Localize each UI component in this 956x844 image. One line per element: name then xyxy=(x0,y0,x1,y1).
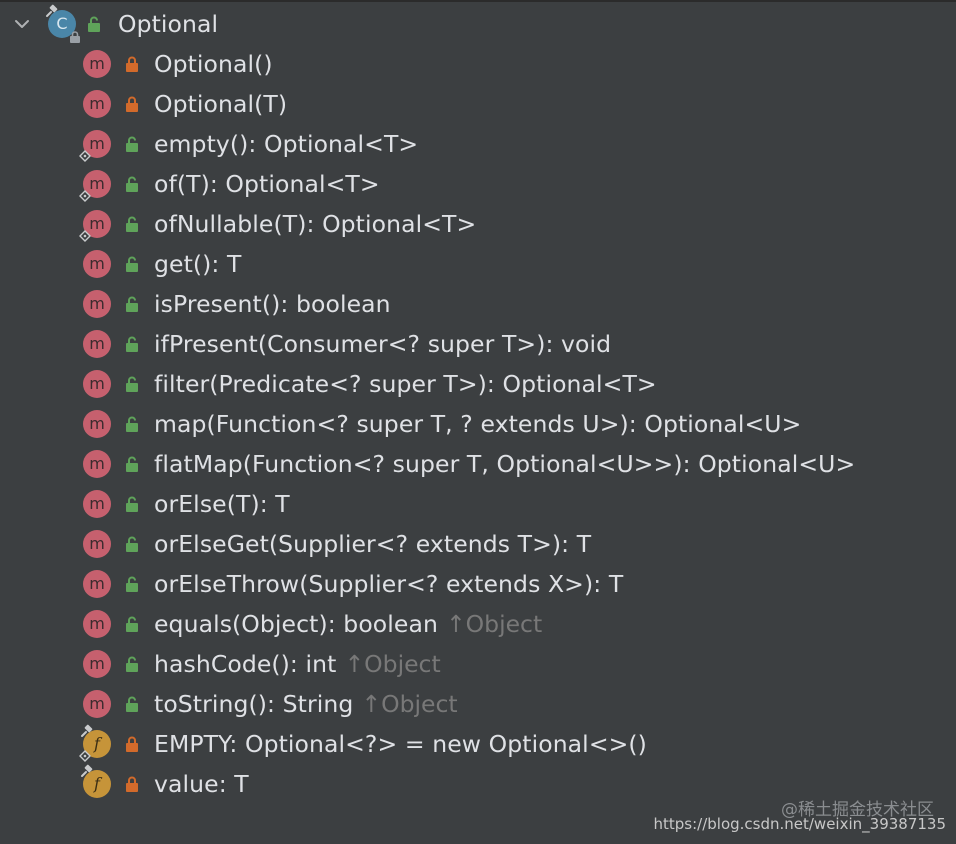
public-lock-icon xyxy=(124,335,140,353)
private-lock-icon xyxy=(124,775,140,793)
source-url: https://blog.csdn.net/weixin_39387135 xyxy=(653,815,946,833)
public-lock-icon xyxy=(124,255,140,273)
pin-icon xyxy=(80,724,94,738)
static-badge-icon xyxy=(79,150,91,162)
class-lock-icon xyxy=(69,31,81,43)
public-lock-icon xyxy=(124,175,140,193)
member-label: orElse(T): T xyxy=(154,490,290,518)
method-row[interactable]: m ofNullable(T): Optional<T> xyxy=(0,204,956,244)
method-row[interactable]: m hashCode(): int↑Object xyxy=(0,644,956,684)
public-lock-icon xyxy=(124,495,140,513)
method-icon: m xyxy=(83,610,111,638)
inherited-from-label: ↑Object xyxy=(445,610,543,638)
public-lock-icon xyxy=(124,215,140,233)
method-row[interactable]: m orElseGet(Supplier<? extends T>): T xyxy=(0,524,956,564)
method-row[interactable]: m map(Function<? super T, ? extends U>): … xyxy=(0,404,956,444)
member-label: get(): T xyxy=(154,250,242,278)
member-label: toString(): String xyxy=(154,690,354,718)
method-icon: m xyxy=(83,530,111,558)
method-icon: m xyxy=(83,250,111,278)
public-lock-icon xyxy=(124,455,140,473)
method-row[interactable]: m filter(Predicate<? super T>): Optional<… xyxy=(0,364,956,404)
member-label: Optional() xyxy=(154,50,273,78)
member-label: Optional(T) xyxy=(154,90,288,118)
class-icon: C xyxy=(46,4,80,43)
public-lock-icon xyxy=(124,295,140,313)
method-icon: m xyxy=(83,450,111,478)
method-icon: m xyxy=(79,210,111,242)
method-icon: m xyxy=(83,90,111,118)
public-lock-icon xyxy=(124,375,140,393)
method-icon: m xyxy=(83,50,111,78)
member-label: orElseGet(Supplier<? extends T>): T xyxy=(154,530,592,558)
pin-icon xyxy=(80,764,94,778)
pin-icon xyxy=(45,4,59,18)
member-label: hashCode(): int xyxy=(154,650,337,678)
method-icon: m xyxy=(83,410,111,438)
static-badge-icon xyxy=(79,230,91,242)
method-row[interactable]: m orElseThrow(Supplier<? extends X>): T xyxy=(0,564,956,604)
public-lock-icon xyxy=(124,655,140,673)
member-label: of(T): Optional<T> xyxy=(154,170,380,198)
method-icon: m xyxy=(79,130,111,162)
member-label: isPresent(): boolean xyxy=(154,290,391,318)
method-row[interactable]: m ifPresent(Consumer<? super T>): void xyxy=(0,324,956,364)
member-label: value: T xyxy=(154,770,249,798)
inherited-from-label: ↑Object xyxy=(361,690,458,718)
method-icon: m xyxy=(83,290,111,318)
field-icon: f xyxy=(79,724,111,762)
method-row[interactable]: m equals(Object): boolean↑Object xyxy=(0,604,956,644)
public-lock-icon xyxy=(86,15,102,33)
public-lock-icon xyxy=(124,575,140,593)
public-lock-icon xyxy=(124,415,140,433)
field-row[interactable]: f EMPTY: Optional<?> = new Optional<>() xyxy=(0,724,956,764)
method-row[interactable]: m of(T): Optional<T> xyxy=(0,164,956,204)
member-label: orElseThrow(Supplier<? extends X>): T xyxy=(154,570,624,598)
method-row[interactable]: m empty(): Optional<T> xyxy=(0,124,956,164)
member-label: ofNullable(T): Optional<T> xyxy=(154,210,477,238)
inherited-from-label: ↑Object xyxy=(344,650,441,678)
method-row[interactable]: m toString(): String↑Object xyxy=(0,684,956,724)
method-icon: m xyxy=(83,690,111,718)
method-icon: m xyxy=(83,370,111,398)
static-badge-icon xyxy=(79,750,91,762)
private-lock-icon xyxy=(124,95,140,113)
member-label: ifPresent(Consumer<? super T>): void xyxy=(154,330,612,358)
field-row[interactable]: f value: T xyxy=(0,764,956,804)
top-border xyxy=(0,0,956,2)
private-lock-icon xyxy=(124,735,140,753)
method-icon: m xyxy=(83,330,111,358)
private-lock-icon xyxy=(124,55,140,73)
public-lock-icon xyxy=(124,535,140,553)
static-badge-icon xyxy=(79,190,91,202)
public-lock-icon xyxy=(124,615,140,633)
public-lock-icon xyxy=(124,135,140,153)
class-name: Optional xyxy=(118,10,219,38)
method-row[interactable]: m orElse(T): T xyxy=(0,484,956,524)
method-row[interactable]: m Optional(T) xyxy=(0,84,956,124)
method-row[interactable]: m get(): T xyxy=(0,244,956,284)
member-label: EMPTY: Optional<?> = new Optional<>() xyxy=(154,730,647,758)
tree-root-optional[interactable]: C Optional xyxy=(0,4,956,44)
method-icon: m xyxy=(83,570,111,598)
member-label: equals(Object): boolean xyxy=(154,610,438,638)
member-label: map(Function<? super T, ? extends U>): O… xyxy=(154,410,802,438)
member-label: empty(): Optional<T> xyxy=(154,130,419,158)
method-icon: m xyxy=(83,650,111,678)
field-icon: f xyxy=(81,764,111,798)
chevron-down-icon[interactable] xyxy=(12,14,32,34)
public-lock-icon xyxy=(124,695,140,713)
method-row[interactable]: m Optional() xyxy=(0,44,956,84)
member-label: filter(Predicate<? super T>): Optional<T… xyxy=(154,370,657,398)
watermark: @稀土掘金技术社区 xyxy=(781,800,934,820)
method-row[interactable]: m flatMap(Function<? super T, Optional<U>… xyxy=(0,444,956,484)
method-row[interactable]: m isPresent(): boolean xyxy=(0,284,956,324)
method-icon: m xyxy=(83,490,111,518)
method-icon: m xyxy=(79,170,111,202)
member-label: flatMap(Function<? super T, Optional<U>>… xyxy=(154,450,856,478)
